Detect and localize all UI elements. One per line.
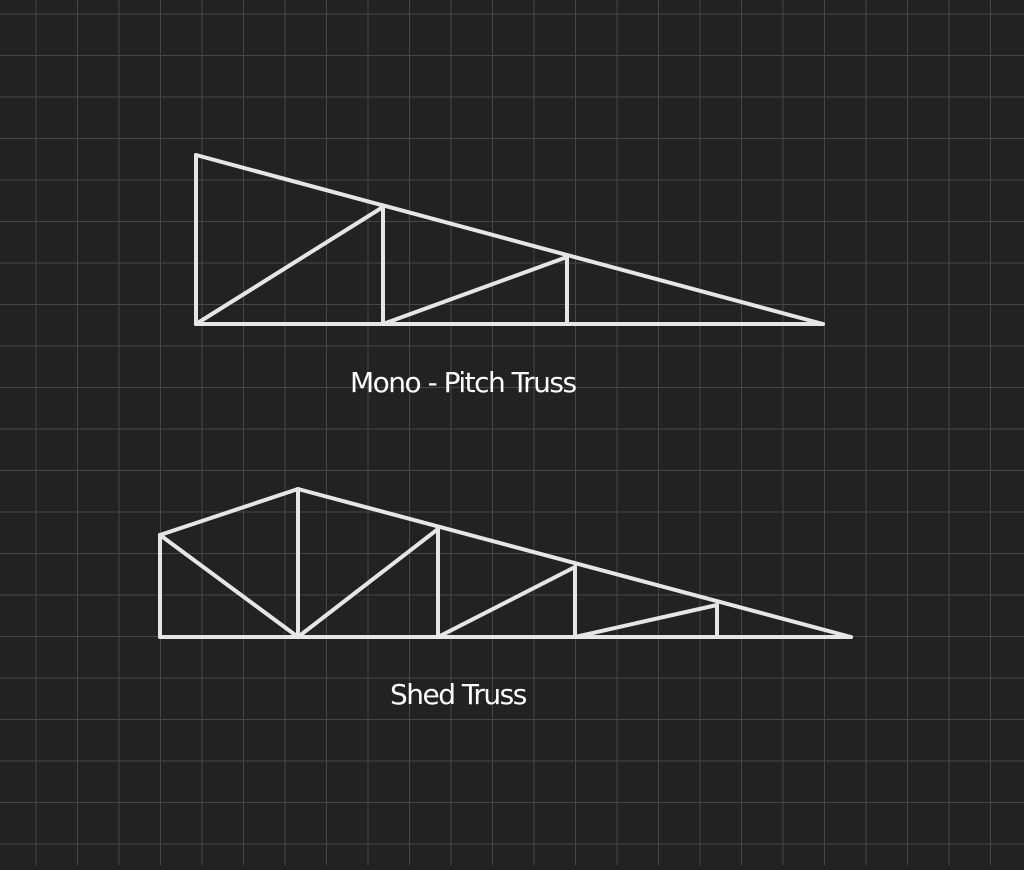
shed-diagonal-web xyxy=(436,565,577,639)
mono-top-chord xyxy=(194,153,825,326)
shed-diagonal-web xyxy=(573,603,719,639)
shed-truss xyxy=(158,487,853,639)
mono-pitch-truss xyxy=(194,153,825,326)
mono-diagonal-web xyxy=(381,255,569,326)
shed-top-chord-right xyxy=(296,487,853,639)
shed-diagonal-web xyxy=(296,527,440,639)
mono-pitch-truss-caption: Mono - Pitch Truss xyxy=(350,366,577,399)
shed-top-chord-left xyxy=(158,487,300,537)
mono-diagonal-web xyxy=(194,205,385,326)
shed-truss-caption: Shed Truss xyxy=(390,678,527,711)
shed-diagonal-web xyxy=(158,533,300,639)
